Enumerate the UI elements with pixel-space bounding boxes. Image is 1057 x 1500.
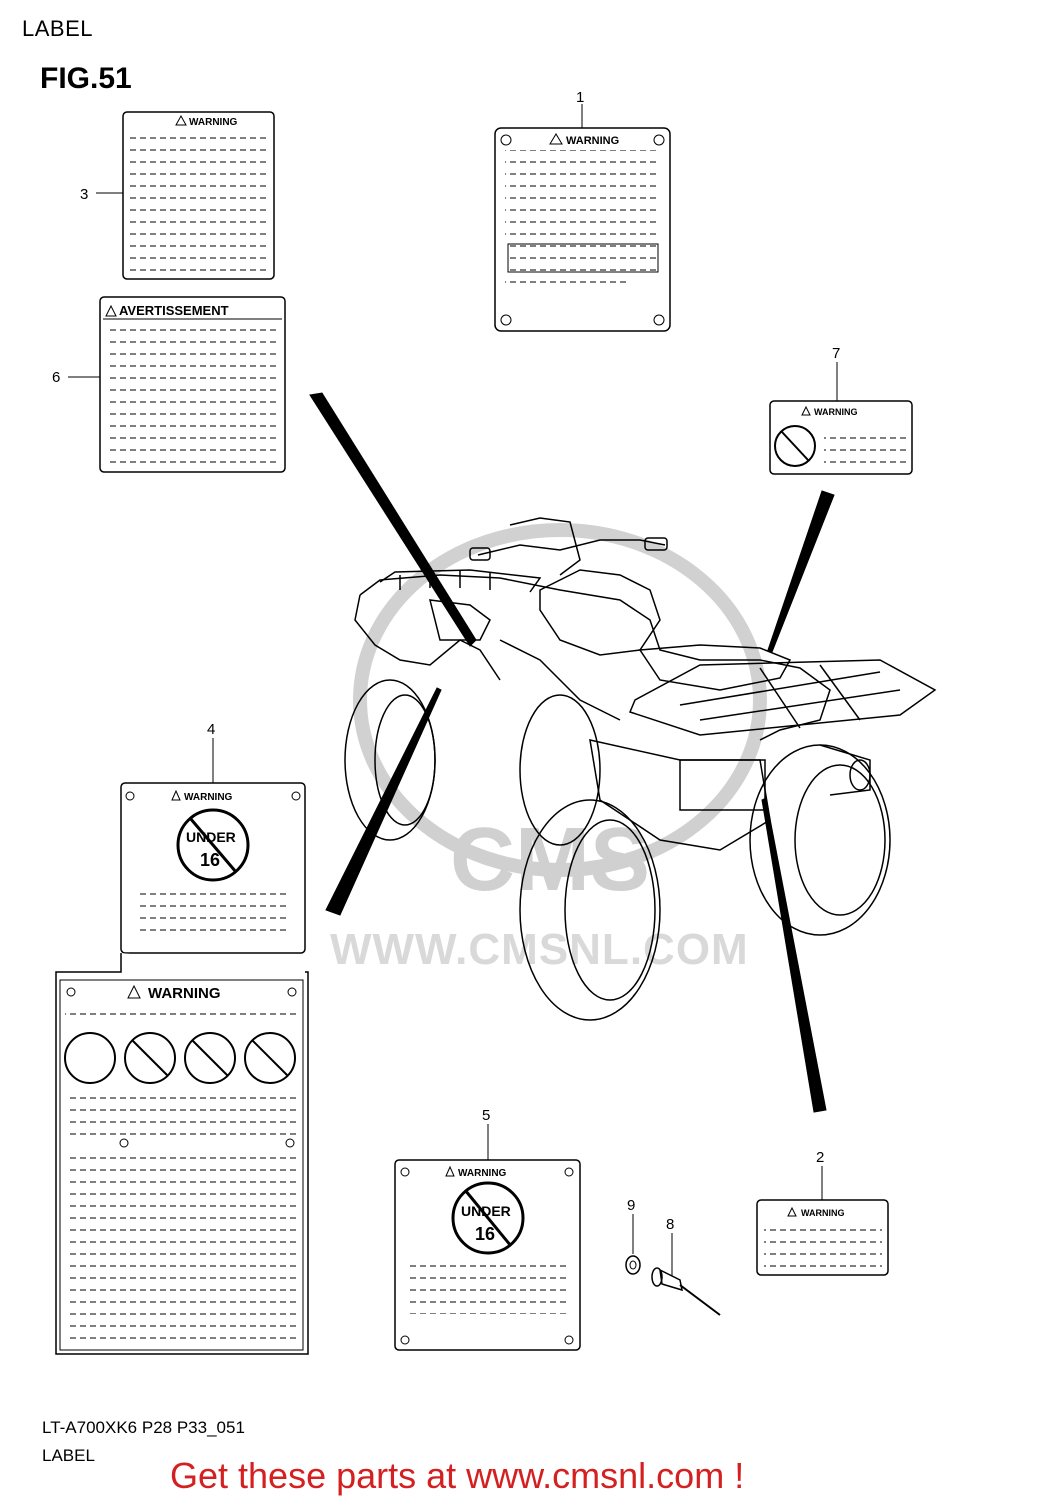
no-riding-icon [774, 425, 816, 467]
under-16-icon [451, 1181, 525, 1255]
label-3-warning-decal[interactable]: WARNING [122, 111, 275, 280]
label-3-heading: WARNING [189, 117, 238, 128]
rivet-part-8[interactable] [651, 1267, 721, 1316]
label-5-under: UNDER [461, 1203, 511, 1219]
label-4-under-16-decal[interactable]: WARNING UNDER 16 [120, 782, 306, 954]
section-label: LABEL [22, 16, 93, 41]
watermark-url: WWW.CMSNL.COM [330, 925, 749, 974]
label-4-heading: WARNING [184, 792, 233, 803]
callout-7: 7 [832, 345, 840, 362]
label-5-heading: WARNING [458, 1168, 507, 1179]
model-code: LT-A700XK6 P28 P33_051 [42, 1418, 245, 1437]
callout-6: 6 [52, 369, 60, 386]
label-6-heading: AVERTISSEMENT [119, 303, 229, 318]
callout-3: 3 [80, 186, 88, 203]
label-5-age: 16 [475, 1224, 495, 1244]
label-4-large-warning-decal[interactable]: WARNING [55, 953, 309, 1355]
footer-caption: LABEL [42, 1446, 95, 1465]
callout-1: 1 [576, 89, 584, 106]
label-5-under-16-decal[interactable]: WARNING UNDER 16 [394, 1159, 581, 1351]
label-4-age: 16 [200, 850, 220, 870]
label-4-large-heading: WARNING [148, 985, 221, 1002]
label-4-under: UNDER [186, 829, 236, 845]
label-6-avertissement-decal[interactable]: AVERTISSEMENT [99, 296, 286, 473]
under-16-icon [176, 808, 250, 882]
no-paved-road-icon [124, 1032, 176, 1084]
label-7-warning-decal[interactable]: WARNING [769, 400, 913, 475]
figure-title: FIG.51 [40, 62, 132, 95]
watermark-logo-text: CMS [450, 810, 650, 910]
label-7-heading: WARNING [814, 407, 858, 417]
label-1-warning-decal[interactable]: WARNING [494, 127, 671, 332]
callout-9: 9 [627, 1197, 635, 1214]
washer-part-9[interactable] [625, 1255, 641, 1275]
no-alcohol-icon [244, 1032, 296, 1084]
label-2-warning-decal[interactable]: WARNING [756, 1199, 889, 1276]
callout-2: 2 [816, 1149, 824, 1166]
label-position-leaders [309, 392, 835, 1113]
no-helmet-icon [184, 1032, 236, 1084]
callout-5: 5 [482, 1107, 490, 1124]
callout-8: 8 [666, 1216, 674, 1233]
atv-illustration [344, 517, 937, 1021]
promo-link[interactable]: Get these parts at www.cmsnl.com ! [170, 1455, 745, 1496]
no-passenger-icon [64, 1032, 116, 1084]
label-2-heading: WARNING [801, 1208, 845, 1218]
label-1-heading: WARNING [566, 135, 619, 147]
callout-4: 4 [207, 721, 215, 738]
